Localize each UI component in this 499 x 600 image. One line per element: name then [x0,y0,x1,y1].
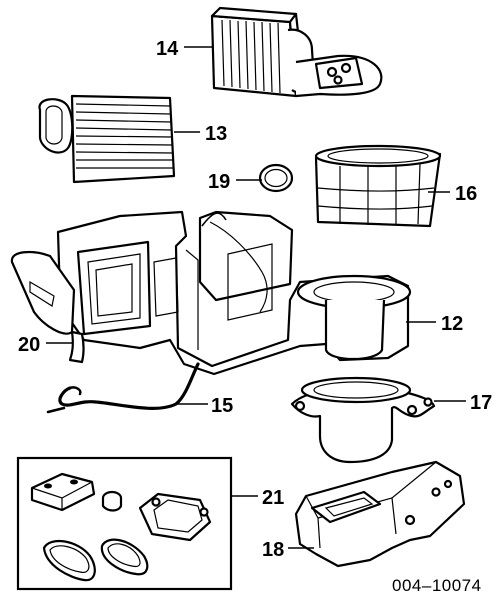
part-13-evaporator-core [38,94,176,184]
callout-15: 15 [211,395,233,417]
part-18-housing-section [294,460,466,568]
callout-13: 13 [205,123,227,145]
callout-14: 14 [156,38,179,60]
callout-19: 19 [208,171,230,193]
part-16-blower-wheel [314,144,442,228]
callout-12: 12 [441,313,463,335]
part-15-vacuum-line [46,362,200,414]
part-19-o-ring [258,163,294,193]
leader-lines [46,46,466,549]
callout-20: 20 [18,334,40,356]
callout-16: 16 [455,183,477,205]
part-20-drain-tube [68,330,85,364]
part-14-heater-core [210,6,383,98]
callout-18: 18 [262,539,284,561]
figure-code: 004–10074 [392,576,482,595]
part-21-seal-kit [16,456,233,591]
part-17-blower-motor [290,376,436,464]
callout-21: 21 [262,487,284,509]
callout-17: 17 [470,392,492,414]
part-12-hvac-housing [10,210,412,376]
